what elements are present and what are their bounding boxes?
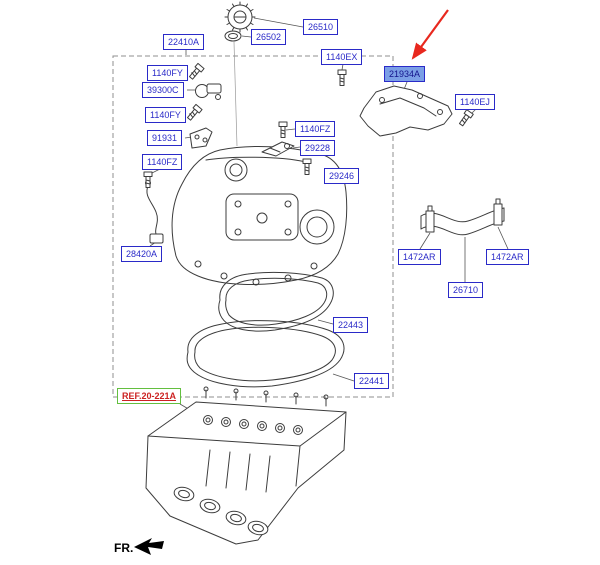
assembly-boundary-box <box>112 55 394 398</box>
lower-gasket-drawing <box>186 320 345 388</box>
part-label-1472AR[interactable]: 1472AR <box>486 249 529 265</box>
part-label-21934A[interactable]: 21934A <box>384 66 426 82</box>
front-direction-label: FR. <box>114 541 134 555</box>
breather-hose-drawing <box>420 198 505 236</box>
part-label-1140EJ[interactable]: 1140EJ <box>455 94 495 110</box>
valve-cover-gasket-drawing <box>218 271 334 332</box>
valve-cover-drawing <box>171 146 348 286</box>
part-label-1140FZ[interactable]: 1140FZ <box>142 154 183 170</box>
part-label-91931[interactable]: 91931 <box>147 130 183 146</box>
part-label-26710[interactable]: 26710 <box>448 282 484 298</box>
wiring-harness-drawing <box>145 180 164 244</box>
part-label-1140EX[interactable]: 1140EX <box>321 49 363 65</box>
part-label-22443[interactable]: 22443 <box>333 317 369 333</box>
part-label-1140FY[interactable]: 1140FY <box>147 65 188 81</box>
camshaft-sensor-drawing <box>195 83 222 100</box>
bracket-91931-drawing <box>189 127 213 149</box>
part-label-1472AR[interactable]: 1472AR <box>398 249 441 265</box>
hose-clamp-left <box>425 205 435 233</box>
part-label-1140FY[interactable]: 1140FY <box>145 107 186 123</box>
part-label-26510[interactable]: 26510 <box>303 19 339 35</box>
hose-clamp-right <box>493 198 503 226</box>
oil-filler-cap-drawing <box>224 1 256 33</box>
cap-oring-drawing <box>224 30 242 42</box>
bracket-29228-drawing <box>261 141 295 157</box>
part-label-22410A[interactable]: 22410A <box>163 34 205 50</box>
part-label-29246[interactable]: 29246 <box>324 168 360 184</box>
part-label-39300C[interactable]: 39300C <box>142 82 184 98</box>
cylinder-head-drawing <box>145 386 347 545</box>
part-label-29228[interactable]: 29228 <box>300 140 336 156</box>
fr-direction-arrow-icon <box>134 538 164 555</box>
heat-shield-drawing <box>359 85 453 137</box>
ref-link[interactable]: REF.20-221A <box>117 388 182 404</box>
part-label-1140FZ[interactable]: 1140FZ <box>295 121 336 137</box>
part-label-26502[interactable]: 26502 <box>251 29 287 45</box>
part-label-28420A[interactable]: 28420A <box>121 246 163 262</box>
highlight-arrow-icon <box>411 9 449 60</box>
part-label-22441[interactable]: 22441 <box>354 373 390 389</box>
